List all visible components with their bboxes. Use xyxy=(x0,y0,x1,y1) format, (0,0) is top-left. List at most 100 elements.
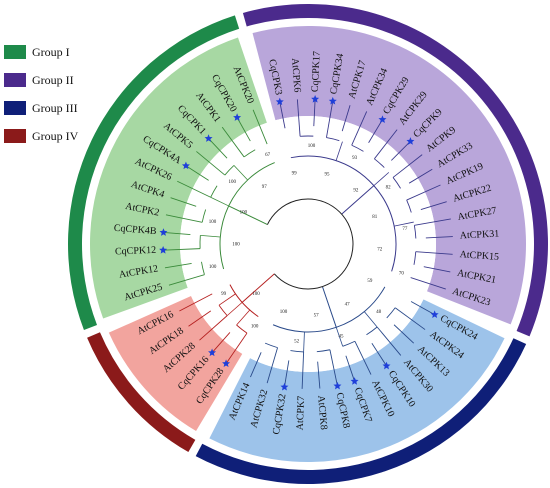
bootstrap-values: 1001001001001009767991009593928281777270… xyxy=(209,144,408,344)
clade-arc xyxy=(386,307,396,319)
star-icon xyxy=(222,359,231,368)
bootstrap-label: 57 xyxy=(314,314,320,319)
tip-branch xyxy=(371,342,387,367)
tip-branch xyxy=(179,293,213,312)
clade-arc xyxy=(290,350,304,353)
tip-branch xyxy=(284,360,290,388)
species-stars xyxy=(159,94,439,391)
legend-swatch xyxy=(4,73,26,87)
tip-branch xyxy=(354,341,372,375)
clade-arc xyxy=(224,165,235,176)
star-icon xyxy=(275,97,284,106)
legend-swatch xyxy=(4,129,26,143)
internal-branch xyxy=(218,293,236,306)
tip-branch xyxy=(208,138,228,159)
clade-arc xyxy=(201,261,205,275)
tip-branch xyxy=(351,111,368,146)
clade-arc xyxy=(392,177,401,189)
star-icon xyxy=(204,134,213,142)
tip-branch xyxy=(313,99,316,127)
tip-branch xyxy=(406,184,441,201)
bootstrap-label: 92 xyxy=(353,188,359,193)
tip-branch xyxy=(410,301,435,316)
bootstrap-label: 95 xyxy=(324,173,330,178)
tip-branch xyxy=(163,231,191,236)
bootstrap-label: 82 xyxy=(386,186,392,191)
internal-branch xyxy=(335,141,343,161)
tip-branch xyxy=(266,347,278,384)
legend-label: Group I xyxy=(32,44,70,59)
bootstrap-label: 67 xyxy=(265,153,271,158)
tip-branch xyxy=(163,248,201,251)
tip-branch xyxy=(188,310,212,327)
star-icon xyxy=(208,348,217,357)
clade-arc xyxy=(413,251,417,265)
bootstrap-label: 93 xyxy=(352,156,358,161)
tip-branch xyxy=(393,324,415,344)
clade-arc xyxy=(266,198,354,290)
clade-arc xyxy=(366,326,378,336)
group-outer-rings xyxy=(67,3,549,484)
bootstrap-label: 72 xyxy=(377,248,383,253)
leaf-label: CqCPK12 xyxy=(115,245,157,258)
bootstrap-label: 100 xyxy=(209,220,217,225)
bootstrap-label: 100 xyxy=(240,210,248,215)
tip-branch xyxy=(164,262,192,269)
group-sector xyxy=(252,26,526,325)
legend-label: Group III xyxy=(32,100,78,115)
group-stem xyxy=(228,205,268,225)
legend-label: Group IV xyxy=(32,128,79,143)
star-icon xyxy=(280,382,289,391)
bootstrap-label: 99 xyxy=(292,171,298,176)
internal-branch xyxy=(210,196,229,207)
group-sector xyxy=(90,37,267,319)
legend-item-group-2: Group II xyxy=(4,66,78,94)
clade-arc xyxy=(413,225,417,239)
internal-branch xyxy=(373,172,390,186)
clade-arc xyxy=(351,144,364,152)
internal-branch xyxy=(200,234,221,238)
bootstrap-label: 47 xyxy=(345,303,351,308)
star-icon xyxy=(350,377,359,385)
group-stem xyxy=(341,185,375,215)
legend-label: Group II xyxy=(32,72,74,87)
tip-branch xyxy=(414,218,451,226)
star-icon xyxy=(233,113,242,121)
star-icon xyxy=(181,161,190,170)
tip-branch xyxy=(250,352,262,378)
internal-branch xyxy=(236,309,251,326)
star-icon xyxy=(382,361,391,370)
bootstrap-label: 99 xyxy=(221,292,227,297)
bootstrap-label: 59 xyxy=(367,279,373,284)
bootstrap-label: 45 xyxy=(339,334,345,339)
star-icon xyxy=(333,381,342,390)
star-icon xyxy=(406,137,415,145)
tip-branch xyxy=(252,109,268,145)
tip-branch xyxy=(177,180,211,198)
legend: Group I Group II Group III Group IV xyxy=(4,38,78,150)
bootstrap-label: 100 xyxy=(232,242,240,247)
star-icon xyxy=(328,96,337,105)
star-icon xyxy=(159,245,168,254)
tip-branch xyxy=(170,197,197,207)
tip-branch xyxy=(345,355,355,382)
bootstrap-label: 52 xyxy=(294,339,300,344)
internal-branch xyxy=(364,311,378,328)
tip-branch xyxy=(185,165,209,181)
tip-branch xyxy=(368,119,383,143)
tip-branch xyxy=(394,307,426,330)
leaf-label: AtCPK31 xyxy=(460,228,500,241)
bootstrap-label: 100 xyxy=(308,144,316,149)
bootstrap-label: 77 xyxy=(402,227,408,232)
tip-branch xyxy=(279,101,286,129)
tip-branch xyxy=(392,154,423,178)
clade-arc xyxy=(264,342,278,349)
clade-arc xyxy=(374,158,385,168)
leaf-label: AtCPK6 xyxy=(289,58,302,93)
internal-branch xyxy=(226,302,243,316)
legend-item-group-4: Group IV xyxy=(4,122,78,150)
legend-swatch xyxy=(4,101,26,115)
bootstrap-label: 48 xyxy=(376,310,382,315)
legend-item-group-1: Group I xyxy=(4,38,78,66)
tip-branch xyxy=(221,126,245,158)
